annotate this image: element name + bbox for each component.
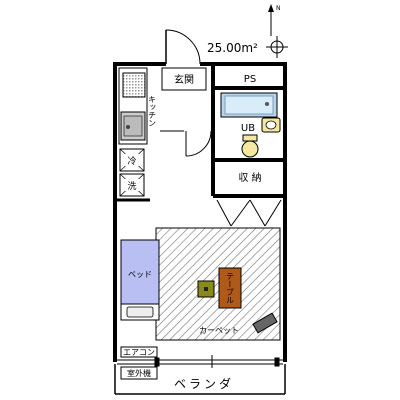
compass-crosshair-icon — [266, 36, 288, 58]
bed-label: ベッド — [128, 270, 152, 279]
closet-label: 収 納 — [238, 171, 261, 184]
aircon-label: エアコン — [123, 348, 155, 357]
bathtub — [220, 92, 278, 118]
unit-bath-label: UB — [241, 123, 255, 134]
kitchen-label: キッチン — [148, 95, 157, 127]
table — [218, 267, 242, 309]
aircon — [120, 346, 158, 358]
closet-door — [216, 199, 282, 227]
balcony-window — [117, 355, 283, 368]
tv-icon — [252, 312, 278, 334]
bed — [120, 239, 160, 321]
veranda-label: ベランダ — [174, 376, 234, 391]
hall-door — [160, 130, 212, 157]
north-arrow-icon: N — [268, 4, 281, 36]
cushion — [197, 280, 215, 298]
ps-label: PS — [244, 74, 256, 85]
washer-space — [119, 173, 145, 197]
fridge-space — [119, 148, 145, 172]
washer-label: 洗 — [127, 180, 136, 192]
outdoor-unit — [120, 366, 158, 380]
entrance-label: 玄関 — [174, 73, 194, 86]
carpet-label: カーペット — [199, 326, 239, 335]
table-label: テーブル — [226, 272, 235, 304]
kitchen-counter — [118, 67, 148, 145]
area-label: 25.00m² — [207, 41, 258, 55]
veranda — [114, 364, 286, 395]
north-label: N — [276, 5, 281, 12]
entrance-area — [161, 67, 207, 91]
entrance-door — [165, 29, 201, 65]
sink-icon — [261, 117, 281, 133]
outdoor-unit-label: 室外機 — [127, 368, 151, 378]
toilet-icon — [241, 134, 259, 158]
bath-block-walls — [211, 64, 285, 198]
fridge-label: 冷 — [127, 155, 136, 167]
